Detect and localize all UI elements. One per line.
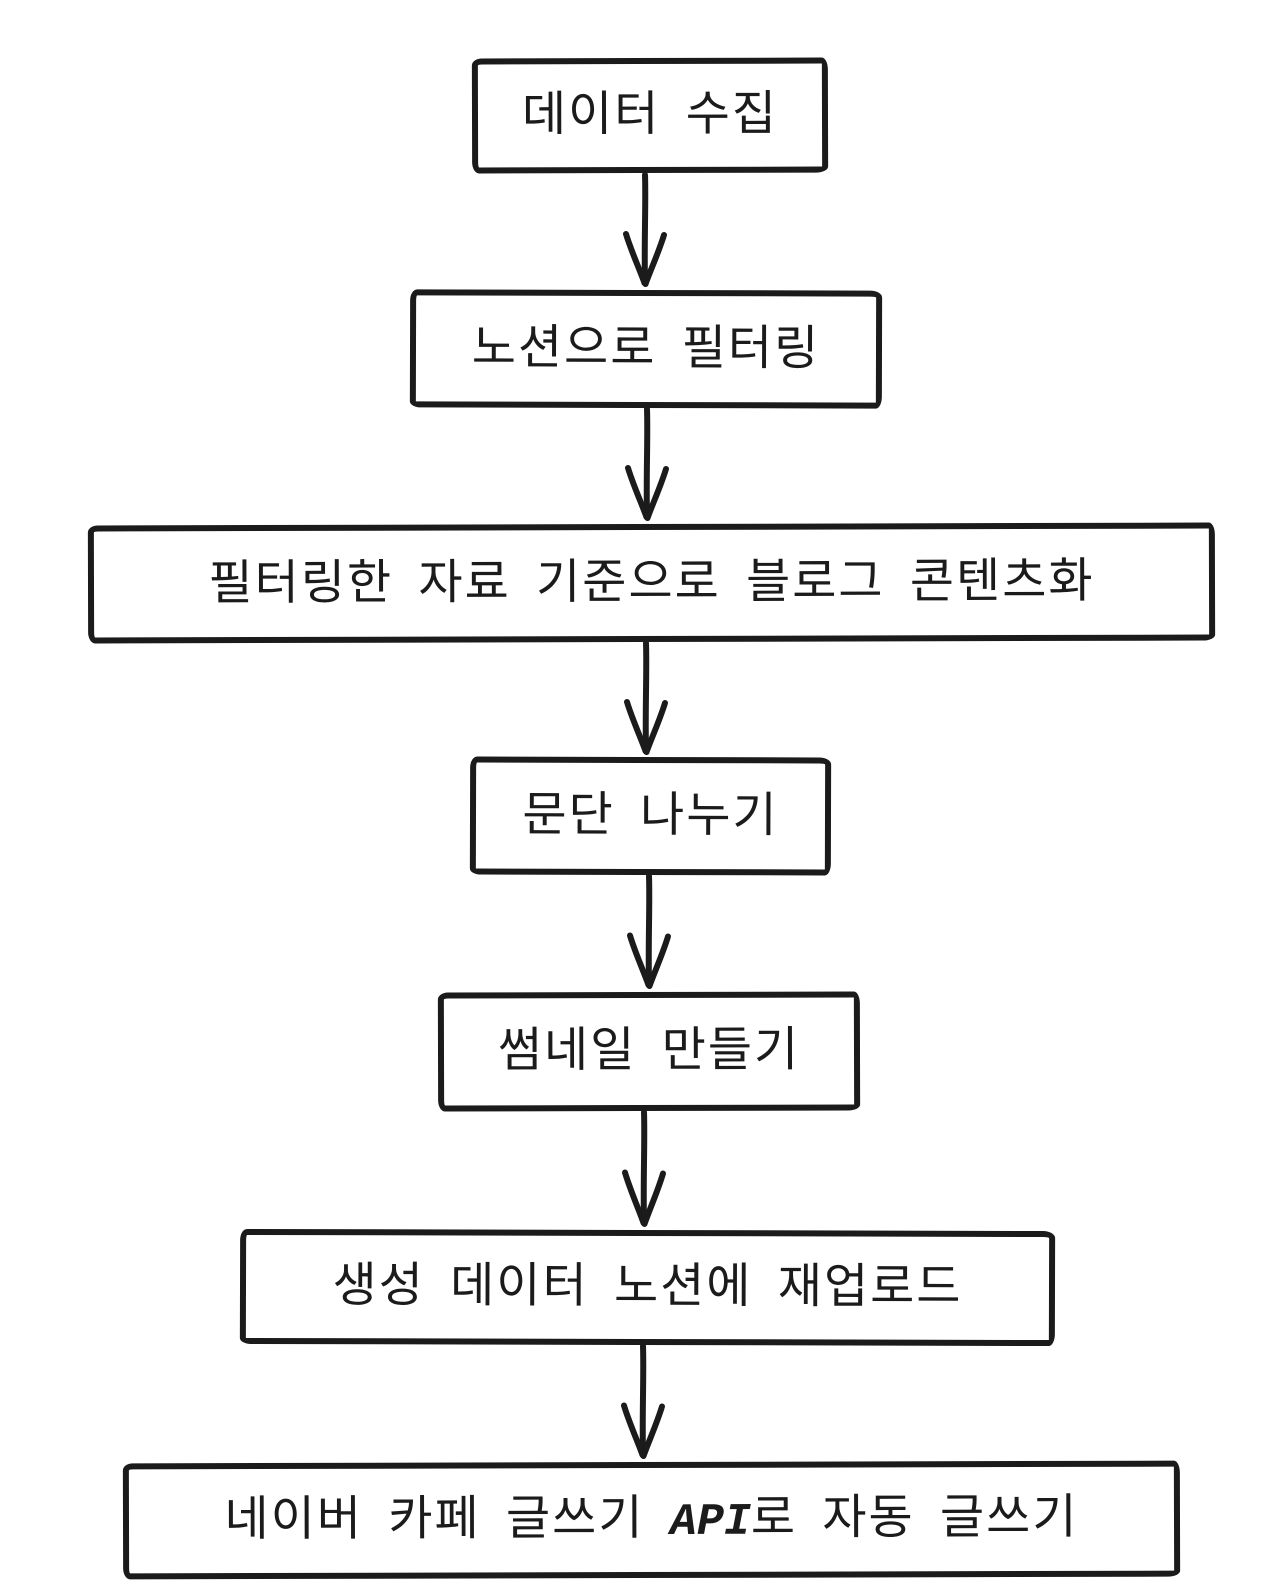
- node-notion-filtering: 노션으로 필터링: [409, 289, 883, 409]
- flow-arrow-6: [613, 1343, 673, 1462]
- flow-arrow-4: [619, 873, 679, 992]
- node-blog-contentization: 필터링한 자료 기준으로 블로그 콘텐츠화: [87, 522, 1216, 644]
- node-label: 생성 데이터 노션에 재업로드: [332, 1259, 963, 1314]
- node-label: 노션으로 필터링: [471, 321, 821, 376]
- node-label: 썸네일 만들기: [497, 1023, 801, 1078]
- node-label: 필터링한 자료 기준으로 블로그 콘텐츠화: [208, 554, 1095, 610]
- node-notion-reupload: 생성 데이터 노션에 재업로드: [239, 1228, 1056, 1347]
- api-token: API: [669, 1496, 751, 1548]
- node-thumbnail-creation: 썸네일 만들기: [437, 991, 861, 1112]
- node-data-collection: 데이터 수집: [471, 57, 829, 174]
- flow-arrow-5: [614, 1109, 674, 1230]
- node-label-prefix: 네이버 카페 글쓰기: [224, 1491, 670, 1546]
- node-paragraph-split: 문단 나누기: [469, 756, 832, 876]
- node-naver-cafe-api-writing: 네이버 카페 글쓰기 API로 자동 글쓰기: [122, 1460, 1181, 1580]
- flow-arrow-2: [617, 406, 677, 524]
- flow-arrow-3: [616, 640, 676, 758]
- node-label: 문단 나누기: [522, 788, 779, 842]
- node-label-suffix: 로 자동 글쓰기: [750, 1490, 1079, 1545]
- node-label: 데이터 수집: [521, 87, 779, 142]
- flow-arrow-1: [615, 172, 675, 290]
- node-label: 네이버 카페 글쓰기 API로 자동 글쓰기: [224, 1490, 1079, 1549]
